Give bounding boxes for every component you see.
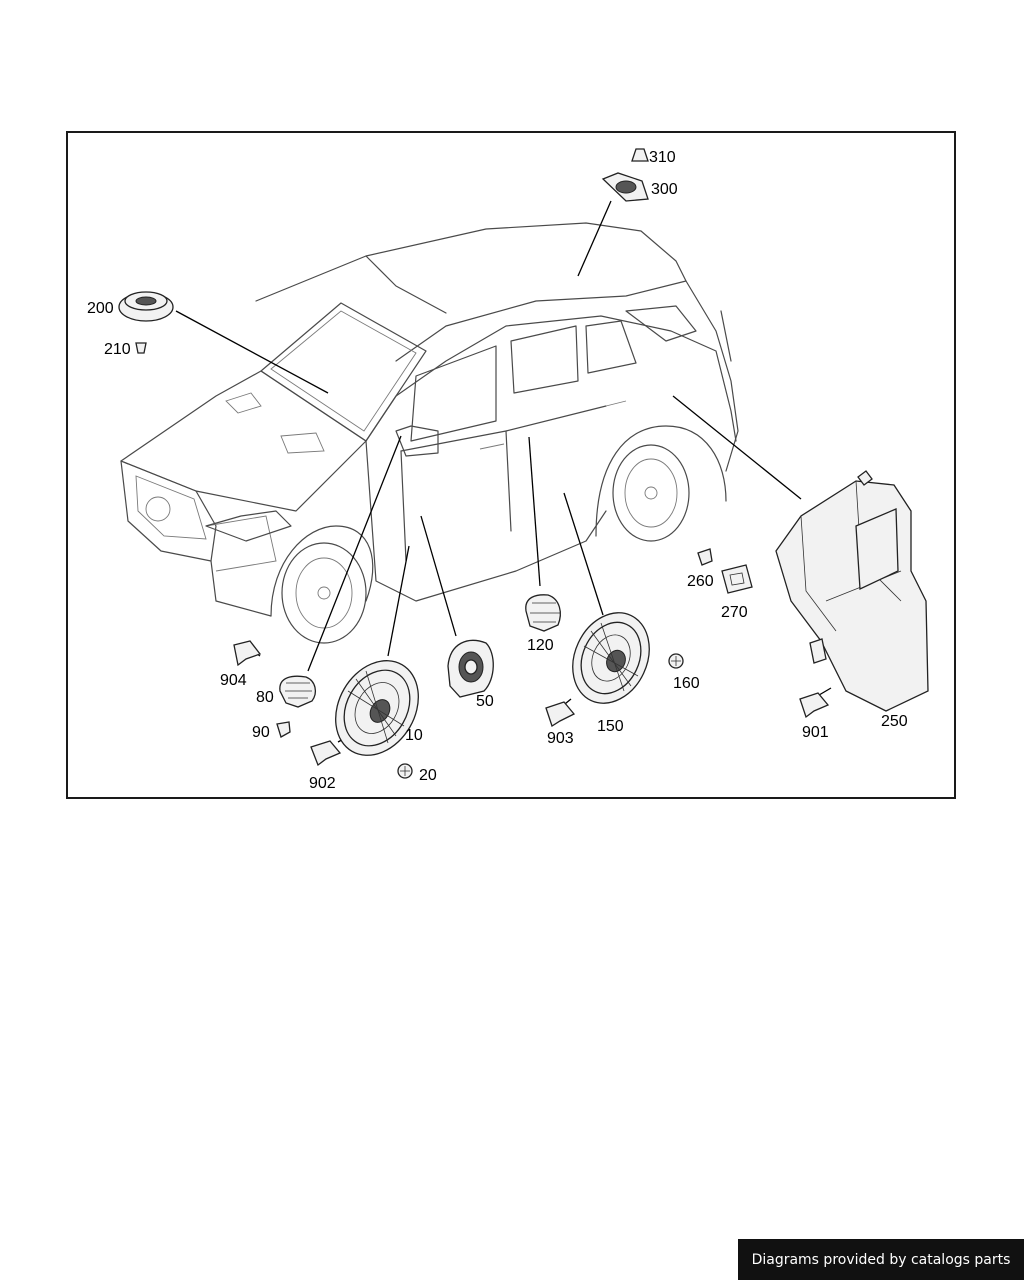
callout-210: 210	[104, 341, 131, 358]
callout-90: 90	[252, 724, 270, 741]
callout-160: 160	[673, 675, 700, 692]
part-903-label[interactable]	[545, 701, 576, 727]
credit-badge: Diagrams provided by catalogs parts	[738, 1239, 1024, 1280]
part-150-rear-door-speaker[interactable]	[559, 600, 664, 716]
callout-20: 20	[419, 767, 437, 784]
suv-illustration	[120, 222, 739, 644]
callout-50: 50	[476, 693, 494, 710]
leader-lines	[175, 200, 832, 743]
part-20-screw[interactable]	[397, 763, 413, 779]
parts-diagram: 310 300 200 210 904 80 90 902 10 20 50 1…	[87, 148, 929, 792]
part-260-clip[interactable]	[697, 548, 713, 566]
callout-903: 903	[547, 730, 574, 747]
part-120-speaker[interactable]	[525, 594, 561, 632]
callout-310: 310	[649, 149, 676, 166]
callout-300: 300	[651, 181, 678, 198]
callout-150: 150	[597, 718, 624, 735]
part-902-label[interactable]	[310, 740, 342, 767]
callout-10: 10	[405, 727, 423, 744]
part-901-label[interactable]	[799, 692, 830, 719]
part-90-clip[interactable]	[276, 721, 291, 738]
callout-250: 250	[881, 713, 908, 730]
part-270-bracket[interactable]	[721, 564, 753, 594]
diagram-frame	[66, 131, 956, 799]
part-250-subwoofer-enclosure[interactable]	[775, 470, 929, 712]
part-50-speaker[interactable]	[447, 639, 494, 698]
part-160-screw[interactable]	[668, 653, 684, 669]
callout-260: 260	[687, 573, 714, 590]
part-300-roof-speaker[interactable]	[601, 172, 649, 202]
callout-120: 120	[527, 637, 554, 654]
part-10-front-door-speaker[interactable]	[319, 646, 435, 771]
callout-labels: 310 300 200 210 904 80 90 902 10 20 50 1…	[87, 149, 908, 792]
part-310-cap[interactable]	[631, 148, 649, 162]
callout-80: 80	[256, 689, 274, 706]
part-80-tweeter[interactable]	[279, 675, 317, 708]
callout-902: 902	[309, 775, 336, 792]
callout-200: 200	[87, 300, 114, 317]
callout-270: 270	[721, 604, 748, 621]
part-210-clip[interactable]	[135, 342, 147, 354]
part-200-dash-speaker[interactable]	[118, 291, 174, 322]
callout-904: 904	[220, 672, 247, 689]
callout-901: 901	[802, 724, 829, 741]
part-904-label[interactable]	[233, 640, 262, 667]
